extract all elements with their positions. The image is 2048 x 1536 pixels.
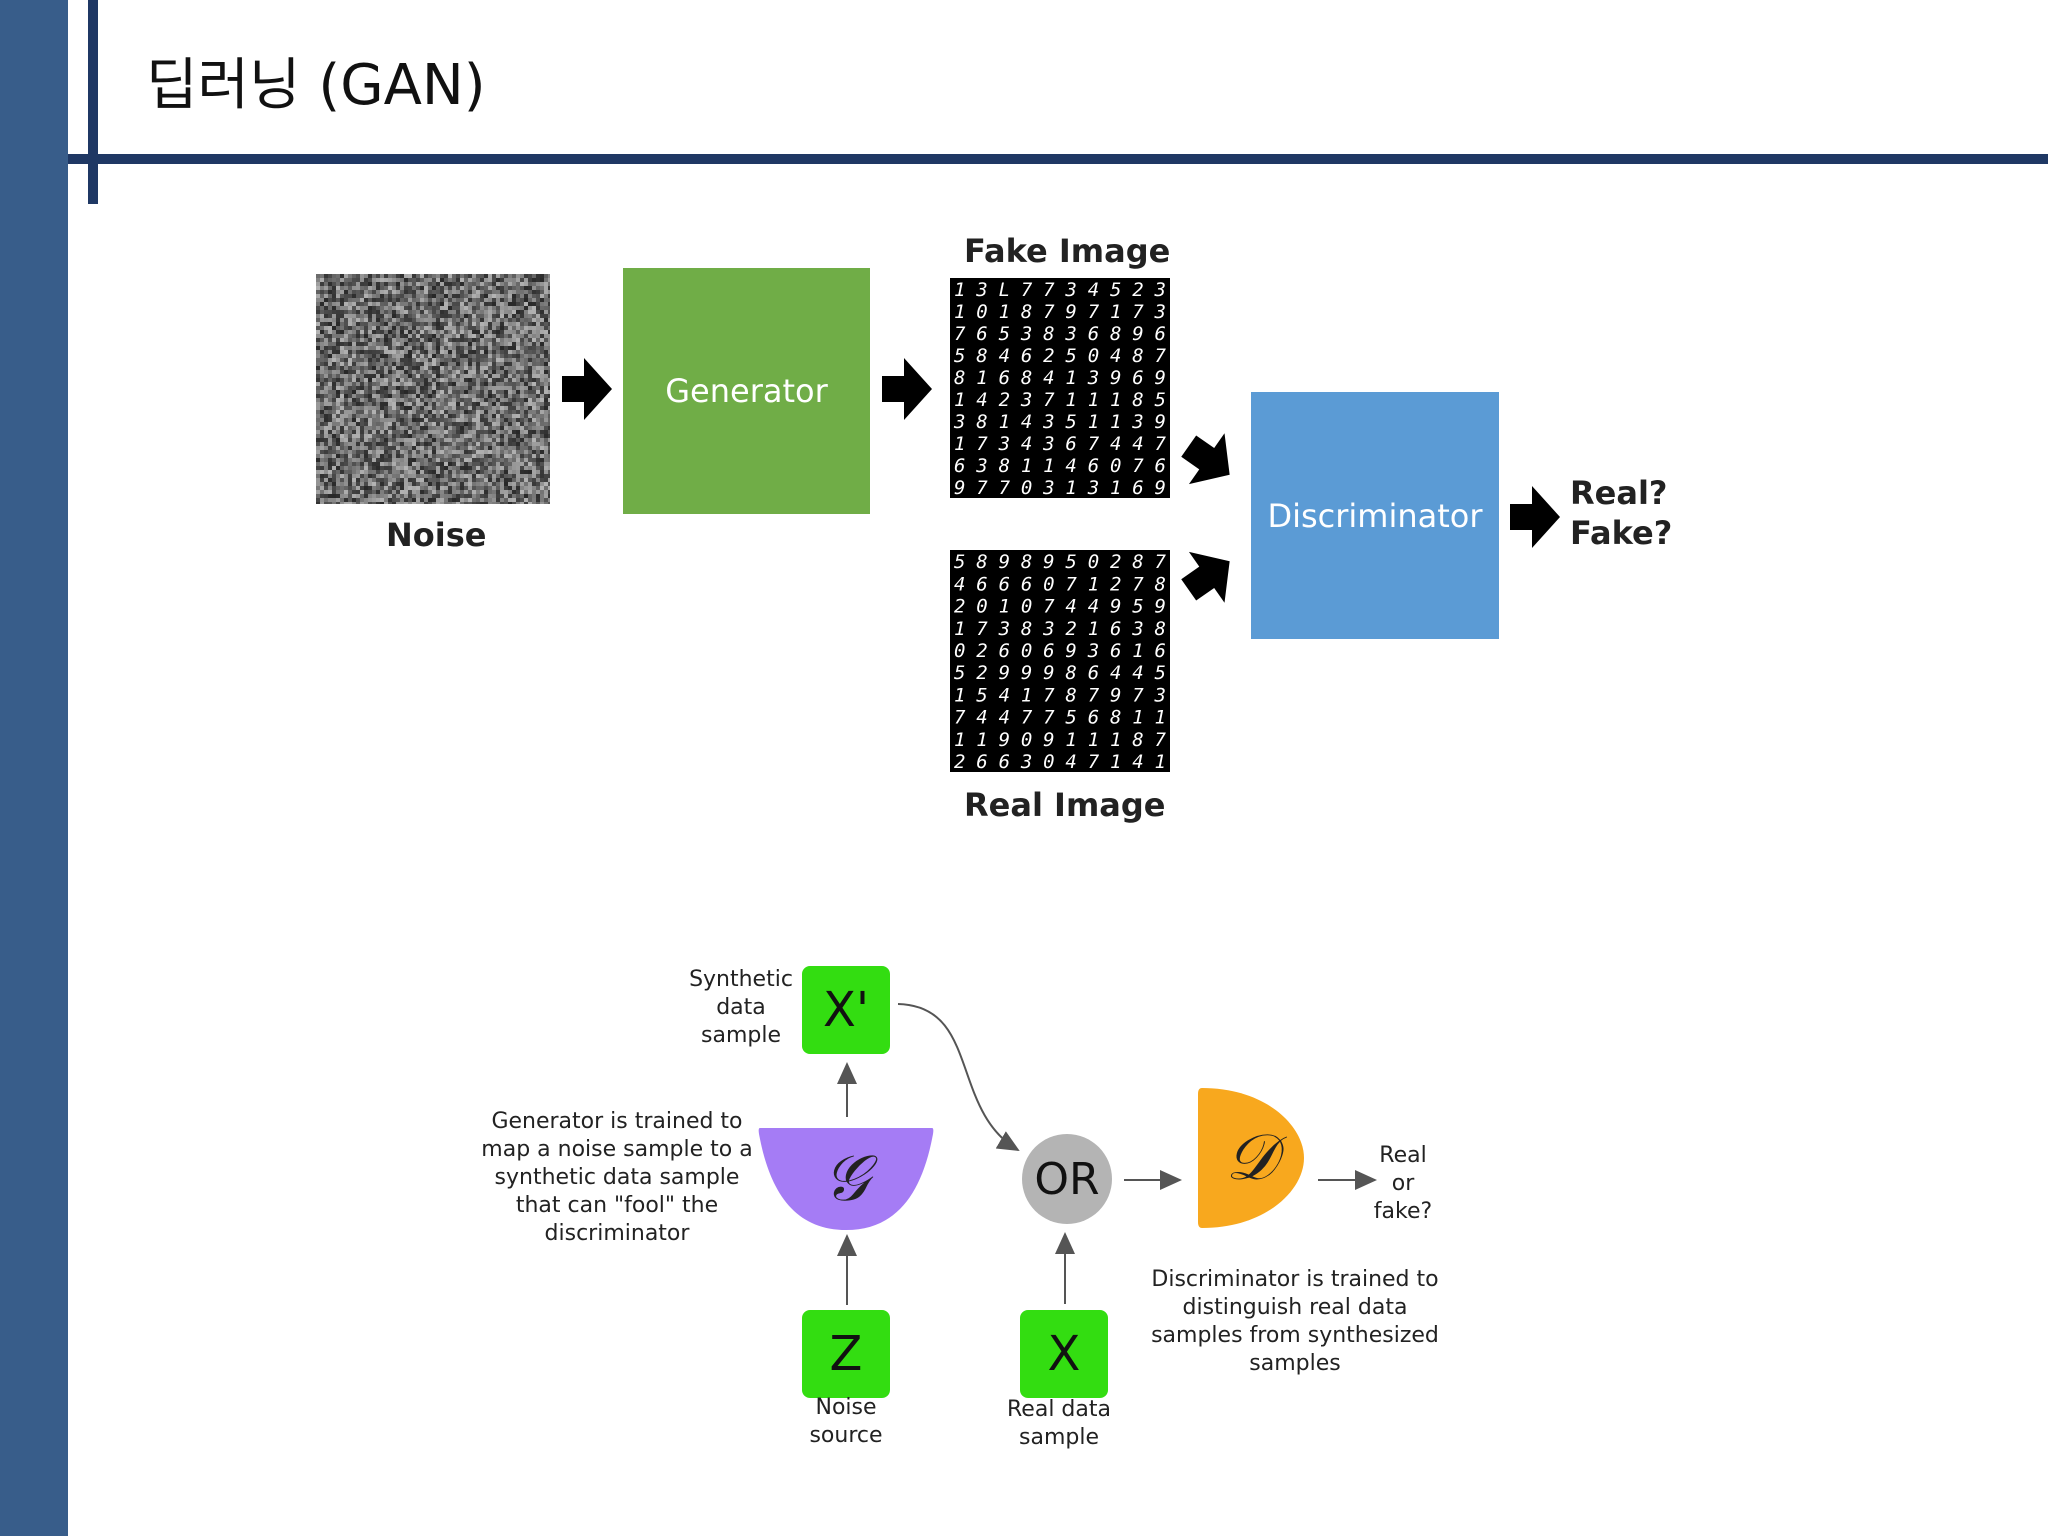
arrow-fake-to-discriminator (1181, 433, 1230, 485)
disc-desc-line2: distinguish real data (1182, 1295, 1408, 1320)
digit-row: 1 0 1 8 7 9 7 1 7 3 (954, 301, 1166, 323)
x-node: X (1020, 1310, 1108, 1398)
digit-row: 6 3 8 1 1 4 6 0 7 6 (954, 455, 1166, 477)
digit-row: 1 7 3 8 3 2 1 6 3 8 (954, 618, 1166, 640)
synthetic-sample-label: Synthetic data sample (682, 966, 800, 1050)
real-or-fake-line1: Real (1379, 1143, 1427, 1168)
arrow-noise-to-generator (562, 358, 612, 420)
digit-row: 1 7 3 4 3 6 7 4 4 7 (954, 433, 1167, 455)
generator-desc-line5: discriminator (544, 1221, 690, 1246)
real-or-fake-line3: fake? (1373, 1199, 1433, 1224)
output-real-label: Real? (1570, 474, 1668, 512)
digit-row: 8 1 6 8 4 1 3 9 6 9 (954, 367, 1166, 389)
arrow-discriminator-to-output (1510, 486, 1560, 548)
digit-row: 4 6 6 6 0 7 1 2 7 8 (954, 573, 1166, 595)
title-accent-line (88, 0, 98, 204)
real-data-sample-label: Real data sample (994, 1396, 1124, 1452)
noise-image (316, 274, 550, 504)
noise-source-line1: Noise (815, 1395, 877, 1420)
arrow-generator-to-fake (882, 358, 932, 420)
generator-box: Generator (623, 268, 870, 514)
title-underline (68, 154, 2048, 164)
noise-source-label: Noise source (796, 1394, 896, 1450)
fake-image-label: Fake Image (964, 232, 1171, 270)
discriminator-description: Discriminator is trained to distinguish … (1140, 1266, 1450, 1378)
slide-sidebar (0, 0, 68, 1536)
digit-row: 7 6 5 3 8 3 6 8 9 6 (954, 323, 1166, 345)
generator-desc-line2: map a noise sample to a (481, 1137, 753, 1162)
generator-node (758, 1128, 934, 1230)
digit-row: 2 6 6 3 0 4 7 1 4 1 (954, 751, 1166, 772)
digit-row: 0 2 6 0 6 9 3 6 1 6 (954, 640, 1166, 662)
generator-description: Generator is trained to map a noise samp… (472, 1108, 762, 1248)
noise-source-line2: source (809, 1423, 883, 1448)
noise-label: Noise (386, 516, 487, 554)
disc-desc-line1: Discriminator is trained to (1151, 1267, 1439, 1292)
digit-row: 1 5 4 1 7 8 7 9 7 3 (954, 684, 1166, 706)
discriminator-box: Discriminator (1251, 392, 1499, 639)
generator-desc-line1: Generator is trained to (491, 1109, 743, 1134)
digit-row: 5 2 9 9 9 8 6 4 4 5 (954, 662, 1166, 684)
discriminator-node (1198, 1088, 1304, 1228)
or-node: OR (1022, 1134, 1112, 1224)
digit-row: 7 4 4 7 7 5 6 8 1 1 (954, 707, 1166, 729)
generator-desc-line4: that can "fool" the (515, 1193, 719, 1218)
z-node: Z (802, 1310, 890, 1398)
synthetic-label-line3: sample (701, 1023, 781, 1048)
real-image-label: Real Image (964, 786, 1166, 824)
digit-row: 1 4 2 3 7 1 1 1 8 5 (954, 389, 1166, 411)
real-or-fake-line2: or (1391, 1171, 1415, 1196)
output-fake-label: Fake? (1570, 514, 1673, 552)
synthetic-label-line2: data (716, 995, 766, 1020)
digit-row: 3 8 1 4 3 5 1 1 3 9 (953, 411, 1166, 433)
generator-desc-line3: synthetic data sample (494, 1165, 740, 1190)
discriminator-symbol: 𝒟 (1225, 1121, 1277, 1195)
digit-row: 1 3 L 7 7 3 4 5 2 3 (954, 279, 1166, 301)
disc-desc-line3: samples from synthesized (1151, 1323, 1439, 1348)
digit-row: 2 0 1 0 7 4 4 9 5 9 (954, 596, 1166, 618)
real-sample-line2: sample (1019, 1425, 1099, 1450)
generator-symbol: 𝒢 (823, 1142, 869, 1216)
slide-title: 딥러닝 (GAN) (146, 53, 486, 118)
real-or-fake-label: Real or fake? (1370, 1142, 1436, 1226)
digit-row: 1 1 9 0 9 1 1 1 8 7 (954, 729, 1167, 751)
digit-row: 9 7 7 0 3 1 3 1 6 9 (954, 477, 1166, 498)
x-prime-node: X' (802, 966, 890, 1054)
real-sample-line1: Real data (1007, 1397, 1111, 1422)
digit-row: 5 8 9 8 9 5 0 2 8 7 (954, 551, 1167, 573)
disc-desc-line4: samples (1249, 1351, 1341, 1376)
digit-row: 5 8 4 6 2 5 0 4 8 7 (954, 345, 1167, 367)
arrow-real-to-discriminator (1181, 551, 1230, 603)
synthetic-label-line1: Synthetic (689, 967, 793, 992)
